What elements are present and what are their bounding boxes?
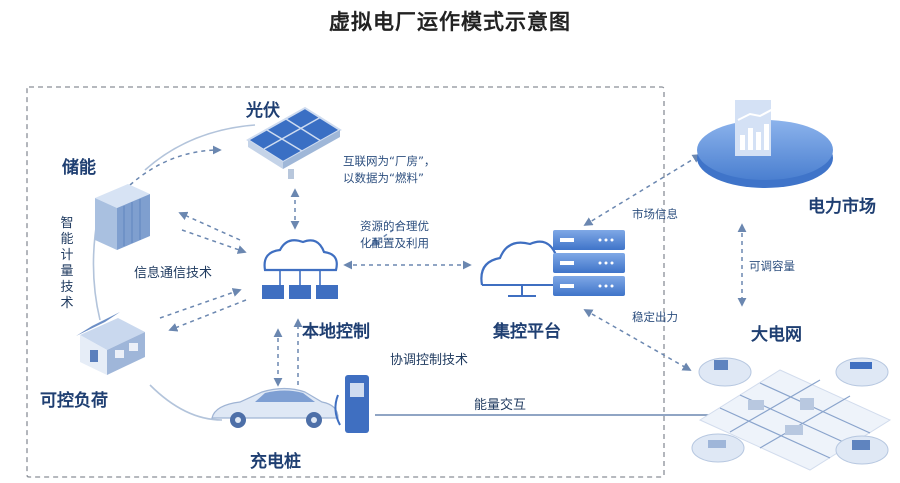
page-title: 虚拟电厂运作模式示意图 [329, 10, 571, 34]
label-controllable-load: 可控负荷 [40, 391, 108, 411]
label-aggregation-platform: 集控平台 [493, 322, 561, 342]
annotation-info-comm: 信息通信技术 [134, 266, 213, 281]
label-pv: 光伏 [246, 101, 280, 121]
label-local-control: 本地控制 [302, 322, 370, 342]
annotation-resource-line1: 资源的合理优 [360, 219, 429, 233]
local-control-icon [262, 239, 338, 299]
label-grid: 大电网 [751, 325, 802, 345]
label-charging-pile: 充电桩 [250, 452, 301, 472]
battery-storage-icon [95, 184, 150, 250]
electric-car-icon [211, 387, 339, 428]
grid-platform-icon [691, 357, 892, 471]
power-market-icon [697, 99, 833, 188]
annotation-internet-line1: 互联网为“厂房”， [343, 154, 436, 168]
annotation-smart-metering: 智能计量技术 [60, 216, 74, 311]
vpp-boundary [26, 86, 665, 478]
annotation-stable-output: 稳定出力 [632, 310, 678, 324]
label-power-market: 电力市场 [808, 197, 876, 217]
annotation-energy-exchange: 能量交互 [474, 398, 527, 413]
annotation-internet-line2: 以数据为“燃料” [343, 171, 424, 185]
annotation-adjustable-capacity: 可调容量 [749, 259, 795, 273]
label-storage: 储能 [62, 158, 96, 178]
charging-pile-icon [334, 375, 369, 433]
annotation-market-info: 市场信息 [632, 207, 678, 221]
house-icon [76, 312, 145, 375]
aggregation-platform-icon [480, 230, 625, 297]
dashed-arrows [129, 145, 747, 387]
annotation-coordination: 协调控制技术 [390, 353, 469, 368]
solar-panel-icon [246, 106, 342, 179]
annotation-resource-line2: 化配置及利用 [360, 236, 429, 250]
